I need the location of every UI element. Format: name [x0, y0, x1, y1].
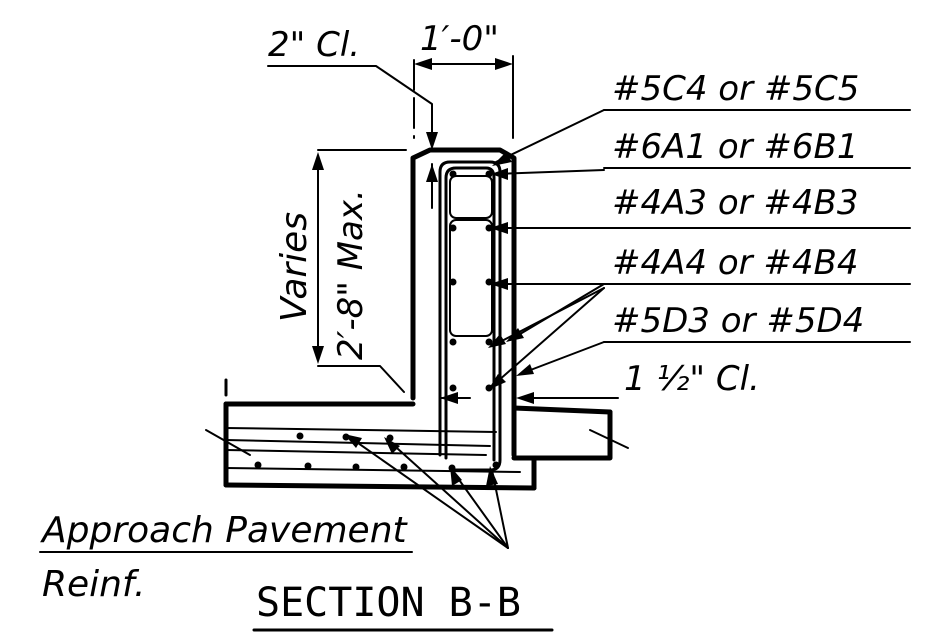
wall-outline	[410, 147, 517, 458]
height-dimension: Varies 2′-8" Max.	[274, 149, 407, 393]
pavement-leaders	[344, 434, 509, 549]
pavement-label-line1: Approach Pavement	[40, 510, 409, 551]
width-dimension: 1′-0"	[413, 19, 514, 139]
section-title-group: SECTION B-B	[252, 580, 554, 632]
pavement-label-line2: Reinf.	[42, 564, 145, 605]
width-label: 1′-0"	[420, 19, 499, 59]
height-max-label: 2′-8" Max.	[331, 189, 371, 360]
callout-3: #4A3 or #4B3	[612, 183, 858, 223]
bar-callouts: #5C4 or #5C5 #6A1 or #6B1 #4A3 or #4B3 #…	[488, 69, 911, 390]
callout-1: #5C4 or #5C5	[612, 69, 859, 109]
callout-2: #6A1 or #6B1	[612, 127, 858, 167]
pavement-label: Approach Pavement Reinf.	[39, 510, 413, 605]
slab-outline	[205, 378, 629, 491]
callout-4: #4A4 or #4B4	[612, 243, 858, 283]
side-clear-label: 1 ½" Cl.	[624, 359, 760, 399]
top-clear-label: 2" Cl.	[268, 25, 360, 65]
height-main-label: Varies	[274, 212, 315, 322]
section-title: SECTION B-B	[256, 580, 521, 626]
callout-5: #5D3 or #5D4	[612, 301, 864, 341]
top-clear-callout: 2" Cl.	[267, 25, 438, 209]
side-clear-callout: 1 ½" Cl.	[439, 359, 760, 404]
